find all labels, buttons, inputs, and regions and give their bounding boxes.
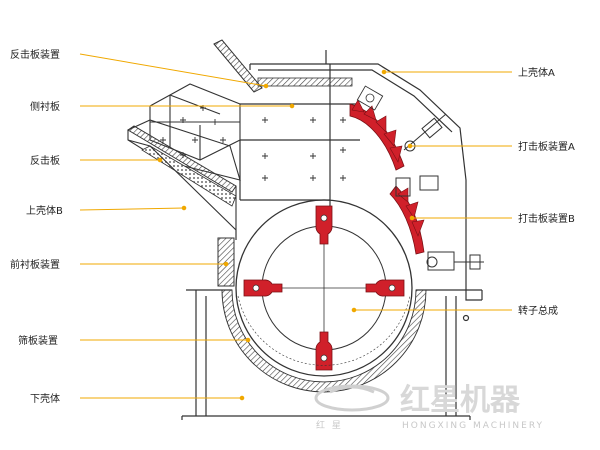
reaction-plate-device <box>213 39 353 93</box>
brand-watermark: 红星机器 HONGXING MACHINERY 红 星 <box>314 383 544 431</box>
label-upper-housing-a: 上壳体A <box>518 66 555 79</box>
upper-housing <box>239 50 482 301</box>
blow-bar-device-a <box>349 85 447 171</box>
label-screen-plate-device: 筛板装置 <box>18 334 58 347</box>
label-front-liner-device: 前衬板装置 <box>10 258 60 271</box>
reaction-plate <box>127 125 237 207</box>
watermark-brand-en: HONGXING MACHINERY <box>402 421 544 431</box>
label-upper-housing-b: 上壳体B <box>26 204 63 217</box>
label-rotor-assembly: 转子总成 <box>518 304 558 317</box>
watermark-sub: 红 星 <box>316 419 343 431</box>
blow-bar-device-b <box>389 175 484 271</box>
leader-lines <box>79 53 512 401</box>
label-blow-bar-device-a: 打击板装置A <box>518 140 575 153</box>
label-side-liner: 侧衬板 <box>30 100 60 113</box>
lower-housing <box>181 289 483 420</box>
part-labels: 反击板装置 侧衬板 反击板 上壳体B 前衬板装置 筛板装置 下壳体 上壳体A 打… <box>10 48 575 405</box>
upper-housing-b <box>127 139 237 240</box>
label-blow-bar-device-b: 打击板装置B <box>518 212 575 225</box>
rotor-assembly <box>235 199 413 377</box>
watermark-brand-cn: 红星机器 <box>400 383 521 418</box>
label-reaction-plate-device: 反击板装置 <box>10 48 60 61</box>
label-lower-housing: 下壳体 <box>30 392 60 405</box>
label-reaction-plate: 反击板 <box>30 154 60 167</box>
brand-logo-icon <box>314 384 390 412</box>
